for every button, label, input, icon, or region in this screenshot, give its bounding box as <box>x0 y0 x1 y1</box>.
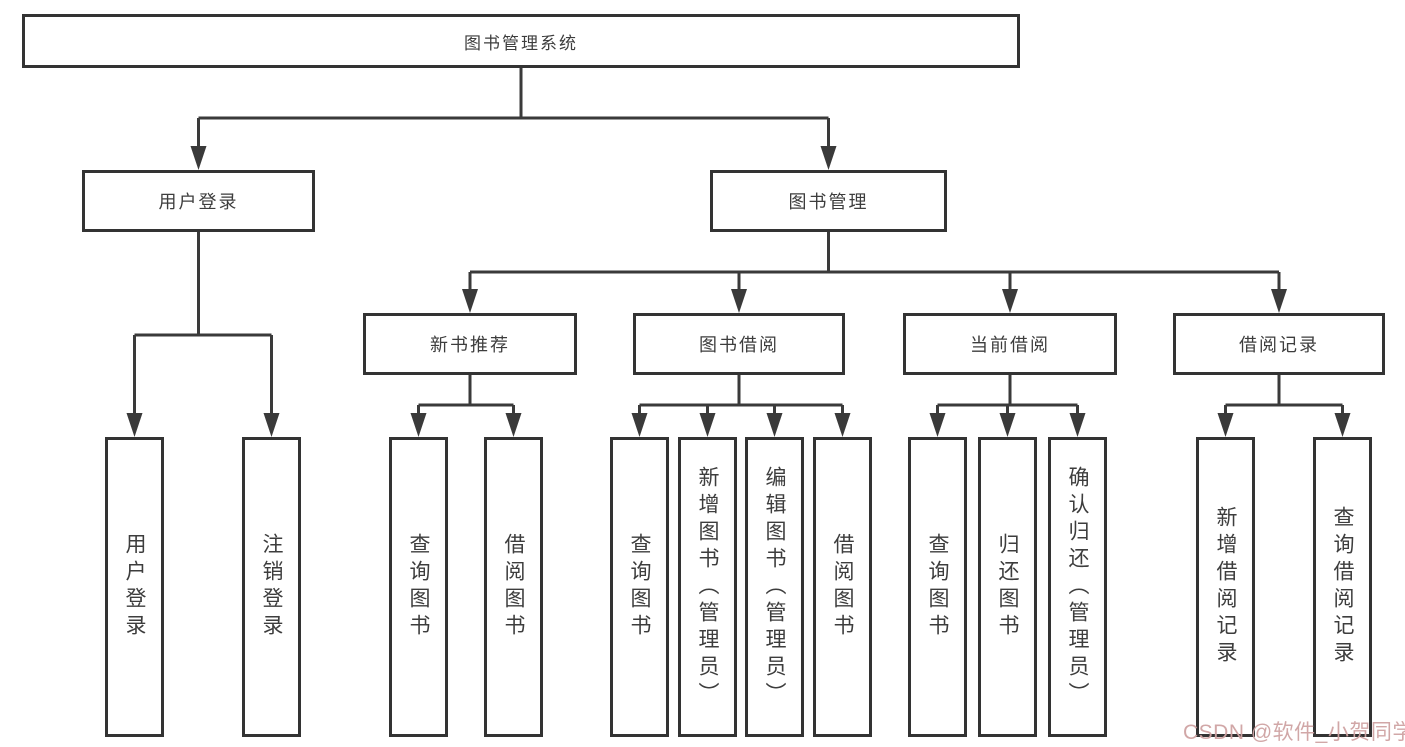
leaf-borrow-add-admin: 新增图书（管理员） <box>678 437 737 737</box>
leaf-user-login-label: 用户登录 <box>123 533 146 641</box>
leaf-current-query: 查询图书 <box>908 437 967 737</box>
leaf-current-confirm-admin: 确认归还（管理员） <box>1048 437 1107 737</box>
leaf-borrow-edit-admin-label: 编辑图书（管理员） <box>763 465 786 709</box>
leaf-borrow-query: 查询图书 <box>610 437 669 737</box>
node-current-borrow: 当前借阅 <box>903 313 1117 375</box>
node-new-book-recommend-label: 新书推荐 <box>430 335 510 355</box>
leaf-newbook-borrow: 借阅图书 <box>484 437 543 737</box>
csdn-watermark: CSDN @软件_小贺同学 <box>1183 721 1405 744</box>
node-user-login: 用户登录 <box>82 170 315 232</box>
leaf-current-return: 归还图书 <box>978 437 1037 737</box>
node-root: 图书管理系统 <box>22 14 1020 68</box>
leaf-record-add: 新增借阅记录 <box>1196 437 1255 737</box>
leaf-current-query-label: 查询图书 <box>926 533 949 641</box>
leaf-logout-label: 注销登录 <box>260 533 283 641</box>
node-borrow-records: 借阅记录 <box>1173 313 1385 375</box>
leaf-borrow-query-label: 查询图书 <box>628 533 651 641</box>
leaf-borrow-book-label: 借阅图书 <box>831 533 854 641</box>
leaf-record-add-label: 新增借阅记录 <box>1214 506 1237 668</box>
leaf-current-confirm-admin-label: 确认归还（管理员） <box>1066 465 1089 709</box>
leaf-logout: 注销登录 <box>242 437 301 737</box>
node-user-login-label: 用户登录 <box>158 192 239 212</box>
leaf-borrow-add-admin-label: 新增图书（管理员） <box>696 465 719 709</box>
leaf-user-login: 用户登录 <box>105 437 164 737</box>
node-new-book-recommend: 新书推荐 <box>363 313 577 375</box>
leaf-record-query: 查询借阅记录 <box>1313 437 1372 737</box>
node-book-borrow: 图书借阅 <box>633 313 845 375</box>
node-borrow-records-label: 借阅记录 <box>1239 335 1319 355</box>
leaf-borrow-edit-admin: 编辑图书（管理员） <box>745 437 804 737</box>
leaf-newbook-query-label: 查询图书 <box>407 533 430 641</box>
leaf-newbook-borrow-label: 借阅图书 <box>502 533 525 641</box>
leaf-newbook-query: 查询图书 <box>389 437 448 737</box>
leaf-record-query-label: 查询借阅记录 <box>1331 506 1354 668</box>
leaf-current-return-label: 归还图书 <box>996 533 1019 641</box>
leaf-borrow-book: 借阅图书 <box>813 437 872 737</box>
node-root-label: 图书管理系统 <box>464 33 578 53</box>
node-current-borrow-label: 当前借阅 <box>970 335 1050 355</box>
arrowheads <box>126 146 1351 437</box>
node-book-management-label: 图书管理 <box>788 192 869 212</box>
node-book-management: 图书管理 <box>710 170 947 232</box>
node-book-borrow-label: 图书借阅 <box>699 335 779 355</box>
